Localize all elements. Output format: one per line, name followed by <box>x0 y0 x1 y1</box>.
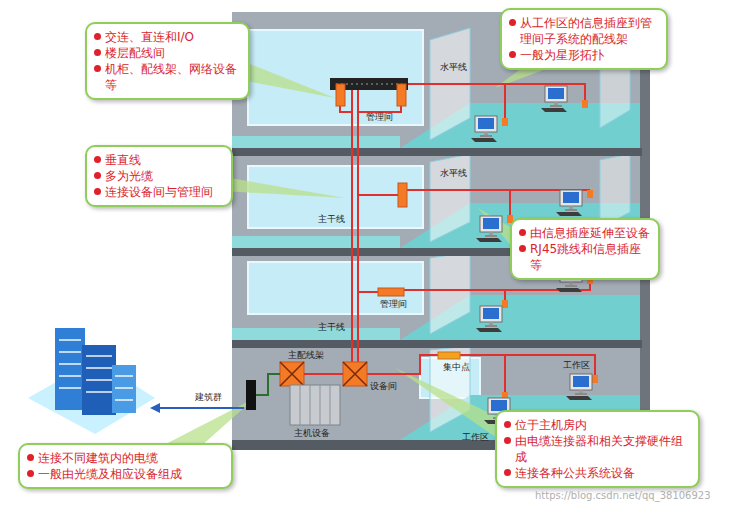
callout-text: 由电缆连接器和相关支撑硬件组成 <box>503 433 692 465</box>
part-label: 集中点 <box>443 362 470 373</box>
callout-text: 机柜、配线架、网络设备等 <box>93 61 242 93</box>
floor-plate <box>232 236 400 248</box>
horizontal-cable <box>358 291 378 293</box>
part-label: 管理间 <box>366 112 393 123</box>
main-frame <box>280 362 304 386</box>
building-windows <box>59 340 133 400</box>
rack-divider <box>300 385 330 425</box>
callout-text: 连接各种公共系统设备 <box>503 465 692 481</box>
consolidation-point <box>438 352 460 359</box>
part-label: 水平线 <box>440 62 467 73</box>
callout-text: 垂直线 <box>93 152 225 168</box>
part-label: 设备间 <box>370 381 397 392</box>
callout-box: 从工作区的信息插座到管理间子系统的配线架一般为星形拓扑 <box>500 8 668 70</box>
callout-box: 连接不同建筑内的电缆一般由光缆及相应设备组成 <box>18 443 233 489</box>
patch-cable <box>340 106 352 112</box>
riser-cable <box>357 90 359 362</box>
info-outlet <box>587 190 593 198</box>
callout-text: 连接不同建筑内的电缆 <box>26 450 225 466</box>
floor-plate <box>232 328 400 340</box>
part-label: 主机设备 <box>294 428 330 439</box>
cross-connect-cable <box>304 373 343 375</box>
frame-cross <box>343 362 367 386</box>
callout-text: RJ45跳线和信息插座等 <box>518 241 652 273</box>
part-label: 主干线 <box>318 214 345 225</box>
callout-pointer <box>395 368 500 440</box>
distribution-frame <box>398 183 407 207</box>
horizontal-cable <box>408 84 505 118</box>
info-outlet <box>502 300 508 308</box>
callout-pointer <box>160 398 255 447</box>
floor-slab <box>232 340 642 348</box>
horizontal-cable <box>505 355 595 375</box>
computer-icon <box>476 216 502 242</box>
part-label: 工作区 <box>563 360 590 371</box>
floor-plate <box>232 136 400 148</box>
equipment-frame <box>343 362 367 386</box>
distribution-frame <box>378 288 404 296</box>
partition-panel <box>430 154 470 242</box>
horizontal-cable <box>358 194 398 196</box>
part-label: 水平线 <box>440 168 467 179</box>
computer-icon <box>541 86 567 112</box>
callout-text: 位于主机房内 <box>503 417 692 433</box>
part-label: 管理间 <box>380 299 407 310</box>
part-label: 建筑群 <box>195 392 222 403</box>
window-panel <box>248 262 423 314</box>
callout-text: 从工作区的信息插座到管理间子系统的配线架 <box>508 15 660 47</box>
campus-cable <box>256 374 280 395</box>
floor-slab <box>232 148 642 156</box>
patch-cable <box>358 106 401 112</box>
callout-box: 交连、直连和I/O楼层配线间机柜、配线架、网络设备等 <box>85 22 250 100</box>
callout-text: 多为光缆 <box>93 168 225 184</box>
horizontal-cable <box>460 355 505 392</box>
watermark: https://blog.csdn.net/qq_38106923 <box>535 490 711 502</box>
distribution-frame <box>336 84 345 106</box>
part-label: 主配线架 <box>288 350 324 361</box>
riser-cable <box>351 90 353 362</box>
callout-text: 由信息插座延伸至设备 <box>518 225 652 241</box>
frame-cross <box>280 362 304 386</box>
building-entrance-box <box>246 380 256 410</box>
callout-text: 楼层配线间 <box>93 45 242 61</box>
partition-panel <box>600 154 630 228</box>
partition-panel <box>430 252 470 334</box>
callout-text: 连接设备间与管理间 <box>93 184 225 200</box>
computer-icon <box>556 190 582 216</box>
info-outlet <box>502 118 508 126</box>
callout-text: 交连、直连和I/O <box>93 29 242 45</box>
distribution-frame <box>397 84 406 106</box>
info-outlet <box>582 100 588 108</box>
callout-text: 一般由光缆及相应设备组成 <box>26 466 225 482</box>
horizontal-cable <box>367 355 438 374</box>
campus-link-arrowhead <box>150 403 160 413</box>
part-label: 主干线 <box>318 322 345 333</box>
callout-box: 位于主机房内由电缆连接器和相关支撑硬件组成连接各种公共系统设备 <box>495 410 700 488</box>
info-outlet <box>592 375 598 383</box>
patch-panel-ports <box>336 84 402 85</box>
horizontal-cable <box>404 290 505 300</box>
computer-icon <box>476 306 502 332</box>
callout-text: 一般为星形拓扑 <box>508 47 660 63</box>
computer-icon <box>471 116 497 142</box>
computer-icon <box>566 374 592 400</box>
campus-link-line <box>158 407 244 409</box>
host-equipment-rack <box>290 385 340 425</box>
callout-box: 垂直线多为光缆连接设备间与管理间 <box>85 145 233 207</box>
part-label: 工作区 <box>462 432 489 443</box>
horizontal-cable <box>407 190 510 215</box>
callout-box: 由信息插座延伸至设备RJ45跳线和信息插座等 <box>510 218 660 280</box>
